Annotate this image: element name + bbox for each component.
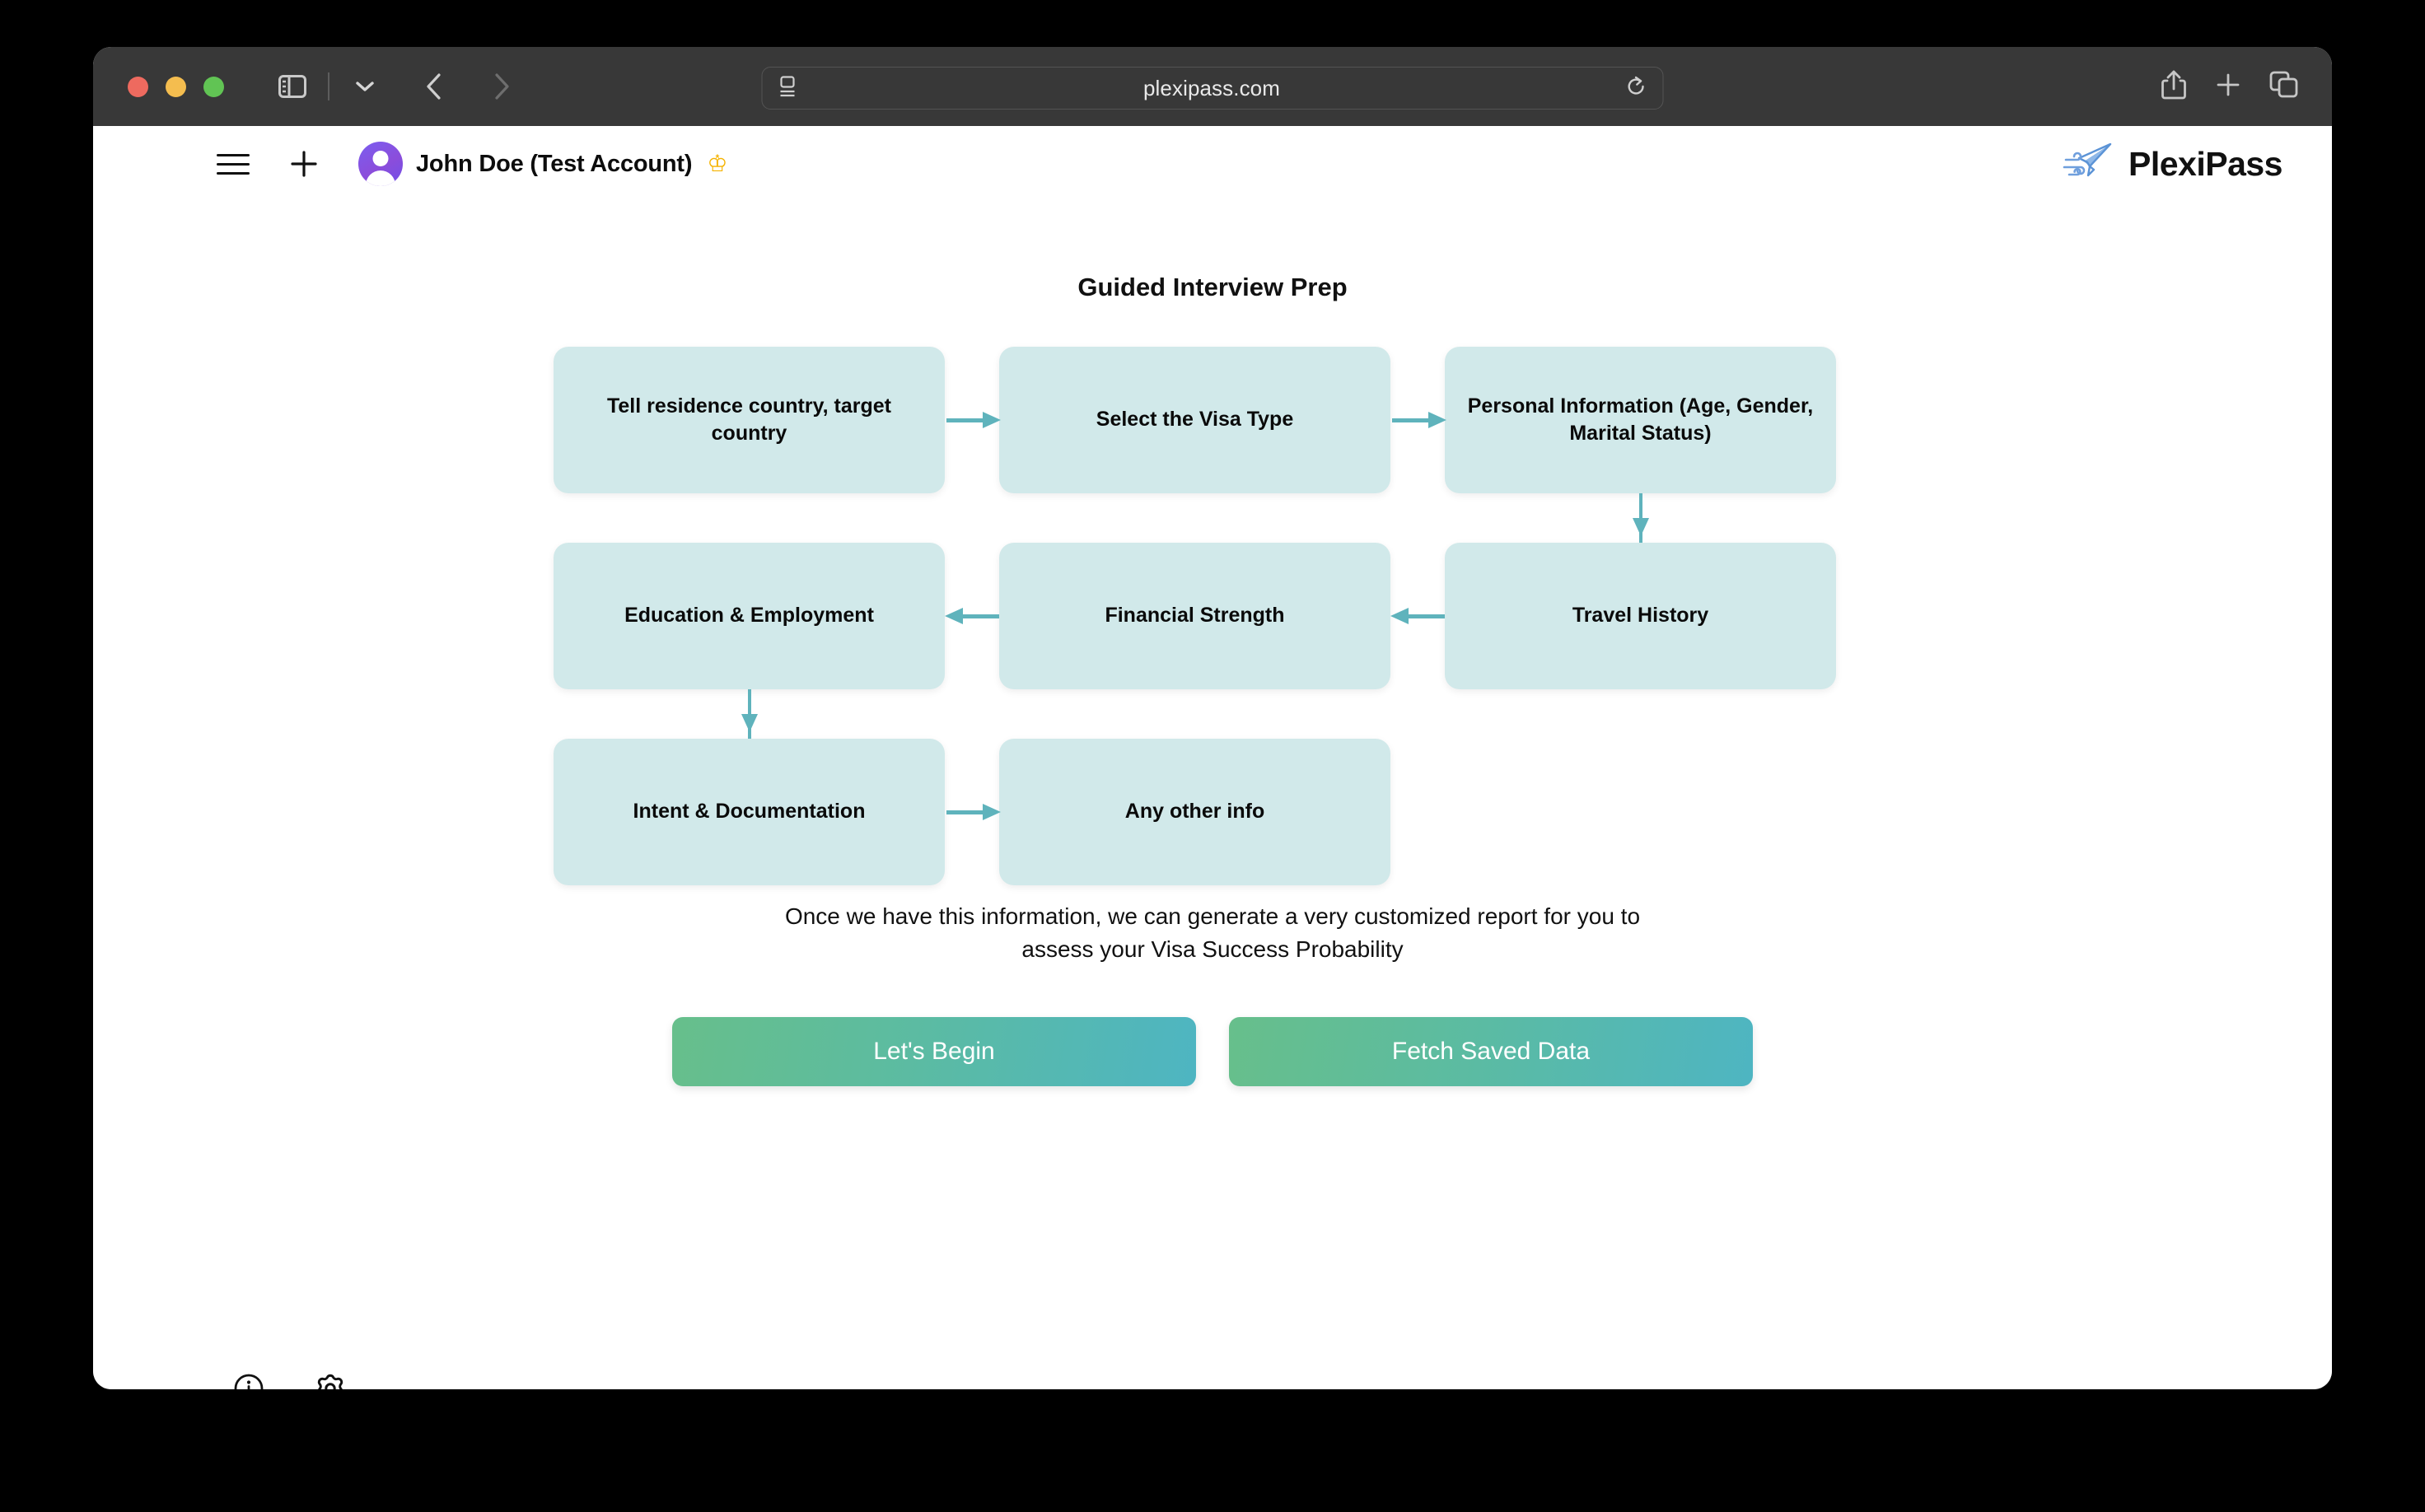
flow-node-label: Select the Visa Type: [1096, 408, 1294, 432]
flow-node-travel-history[interactable]: Travel History: [1445, 543, 1836, 689]
paper-plane-icon: [2063, 142, 2114, 187]
flow-arrow-right-icon: [1392, 412, 1446, 428]
user-account-chip[interactable]: John Doe (Test Account) ♔: [358, 142, 727, 186]
maximize-window-button[interactable]: [203, 76, 224, 97]
action-buttons: Let's Begin Fetch Saved Data: [93, 1016, 2332, 1086]
brand-name-label: PlexiPass: [2128, 144, 2283, 183]
plus-icon[interactable]: [287, 147, 320, 180]
user-avatar-icon: [358, 142, 403, 186]
sidebar-icon[interactable]: [269, 63, 316, 110]
close-window-button[interactable]: [128, 76, 148, 97]
share-icon[interactable]: [2161, 69, 2187, 105]
toolbar-divider: [328, 72, 329, 100]
flow-node-label: Travel History: [1572, 604, 1709, 628]
page-body: Guided Interview Prep Tell residence cou…: [93, 273, 2332, 1389]
flow-caption: Once we have this information, we can ge…: [784, 903, 1641, 962]
fetch-saved-data-button[interactable]: Fetch Saved Data: [1229, 1016, 1753, 1086]
new-tab-icon[interactable]: [2215, 72, 2241, 102]
flow-node-label: Intent & Documentation: [633, 800, 866, 824]
flow-node-personal-information[interactable]: Personal Information (Age, Gender, Marit…: [1445, 347, 1836, 493]
back-arrow-icon[interactable]: [410, 63, 458, 110]
browser-nav-group: [269, 63, 526, 110]
flow-node-education-employment[interactable]: Education & Employment: [554, 543, 945, 689]
flow-node-label: Personal Information (Age, Gender, Marit…: [1467, 394, 1814, 445]
url-text[interactable]: plexipass.com: [1142, 75, 1281, 100]
flow-node-financial-strength[interactable]: Financial Strength: [999, 543, 1390, 689]
browser-window: plexipass.com: [93, 47, 2332, 1389]
page-title: Guided Interview Prep: [1077, 273, 1348, 301]
flow-node-label: Financial Strength: [1105, 604, 1285, 628]
footer-toolbar: [233, 1372, 347, 1389]
flow-arrow-left-icon: [945, 608, 999, 624]
address-bar[interactable]: plexipass.com: [761, 67, 1664, 110]
flow-node-label: Any other info: [1124, 800, 1265, 824]
reload-icon[interactable]: [1627, 76, 1647, 101]
hamburger-menu-icon[interactable]: [217, 147, 250, 180]
user-name-label: John Doe (Test Account): [416, 150, 693, 177]
info-icon[interactable]: [233, 1373, 264, 1389]
interview-flow-diagram: Tell residence country, target country S…: [554, 347, 1871, 885]
forward-arrow-icon[interactable]: [478, 63, 526, 110]
browser-actions-group: [2161, 47, 2299, 126]
reader-view-icon[interactable]: [779, 75, 797, 101]
brand-logo: PlexiPass: [2063, 126, 2283, 202]
flow-arrow-right-icon: [946, 804, 1001, 820]
flow-node-any-other-info[interactable]: Any other info: [999, 739, 1390, 885]
lets-begin-button[interactable]: Let's Begin: [672, 1016, 1196, 1086]
flow-arrow-down-icon: [741, 689, 758, 739]
flow-arrow-down-icon: [1633, 493, 1649, 543]
minimize-window-button[interactable]: [166, 76, 186, 97]
traffic-lights: [128, 76, 224, 97]
gear-icon[interactable]: [314, 1372, 347, 1389]
flow-node-residence-country[interactable]: Tell residence country, target country: [554, 347, 945, 493]
flow-node-label: Education & Employment: [624, 604, 874, 628]
browser-titlebar: plexipass.com: [93, 47, 2332, 126]
crown-icon: ♔: [707, 151, 728, 176]
tab-overview-icon[interactable]: [2269, 71, 2299, 103]
flow-node-label: Tell residence country, target country: [606, 394, 891, 445]
chevron-down-icon[interactable]: [341, 63, 389, 110]
flow-arrow-right-icon: [946, 412, 1001, 428]
flow-arrow-left-icon: [1390, 608, 1445, 624]
app-header: John Doe (Test Account) ♔ PlexiPass: [93, 126, 2332, 202]
flow-node-visa-type[interactable]: Select the Visa Type: [999, 347, 1390, 493]
flow-node-intent-documentation[interactable]: Intent & Documentation: [554, 739, 945, 885]
